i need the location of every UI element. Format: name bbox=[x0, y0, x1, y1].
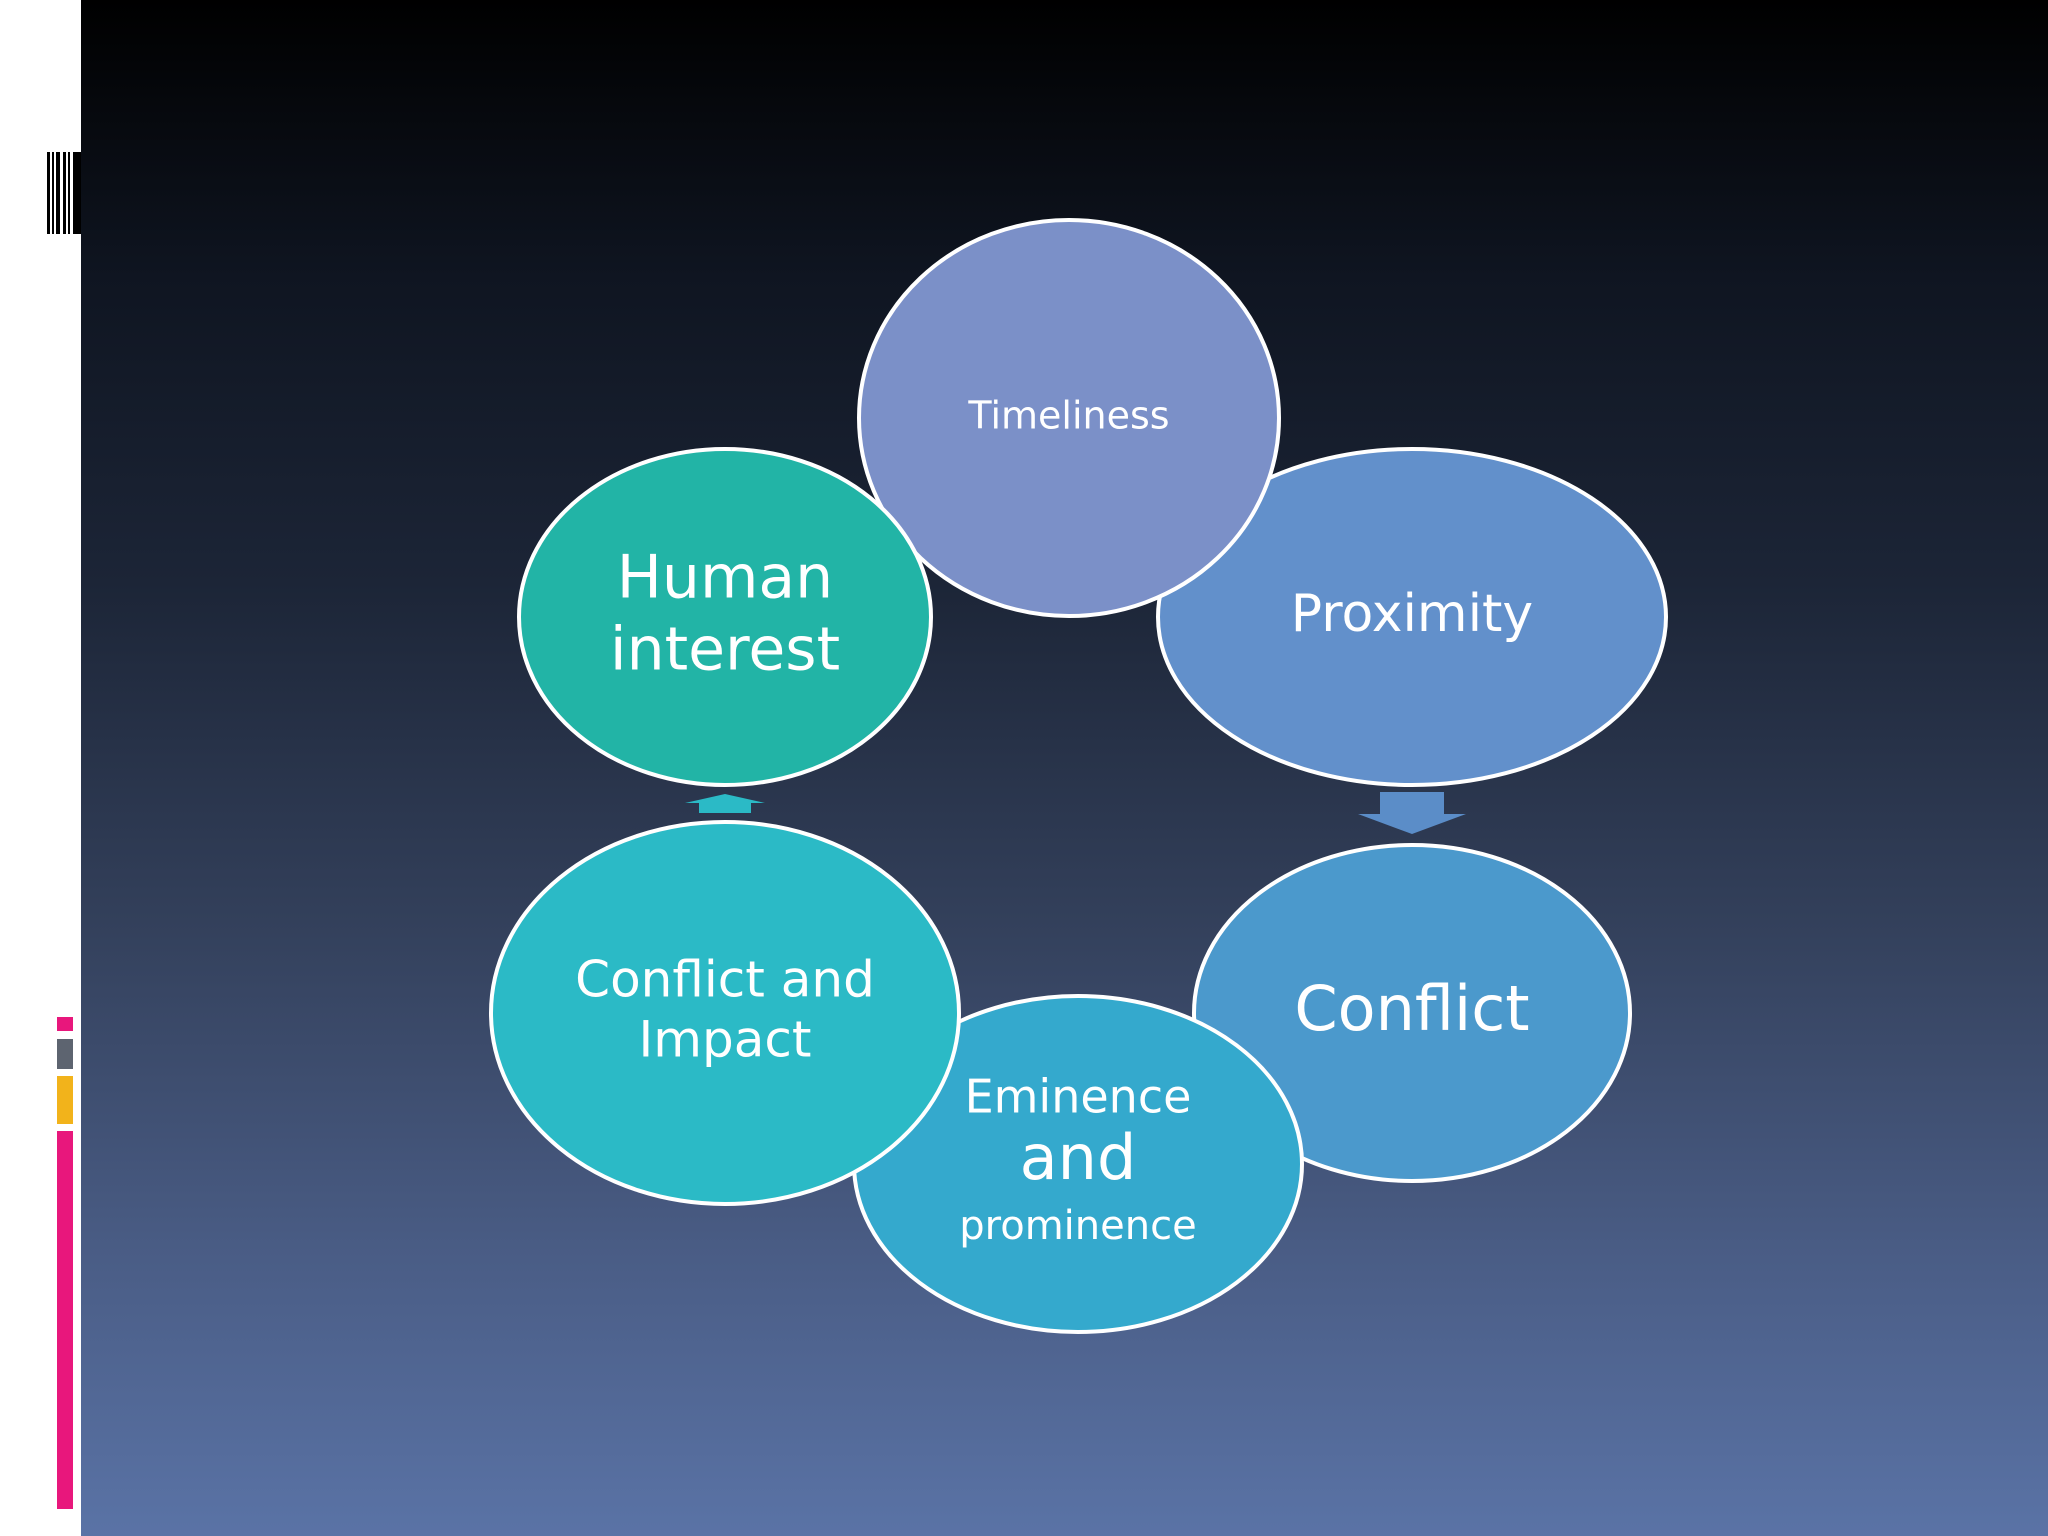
node-conflict-ellipse bbox=[1192, 843, 1632, 1183]
barcode-bar bbox=[47, 152, 50, 234]
node-eminence-label: Eminence bbox=[965, 1070, 1192, 1124]
accent-bar-gray bbox=[57, 1039, 73, 1069]
accent-bar-yellow bbox=[57, 1076, 73, 1124]
accent-bar-pink-long bbox=[57, 1131, 73, 1509]
node-proximity-label: Proximity bbox=[1291, 584, 1533, 644]
node-human-interest-label: interest bbox=[610, 615, 840, 685]
node-proximity: Proximity bbox=[1156, 447, 1668, 787]
barcode-bar bbox=[73, 152, 81, 234]
node-conflict-label: Conflict bbox=[1294, 972, 1529, 1045]
arrow-conflict-impact-to-human-interest bbox=[685, 794, 765, 813]
node-human-interest-ellipse bbox=[517, 447, 933, 787]
left-margin-strip bbox=[0, 0, 81, 1536]
arrow-proximity-to-conflict bbox=[1358, 792, 1466, 834]
node-eminence-label: prominence bbox=[959, 1203, 1196, 1249]
node-timeliness-ellipse bbox=[857, 218, 1281, 618]
node-timeliness: Timeliness bbox=[857, 218, 1281, 618]
node-conflict-impact-ellipse bbox=[489, 820, 961, 1206]
node-conflict: Conflict bbox=[1192, 843, 1632, 1183]
node-human-interest-label: Human bbox=[617, 543, 833, 613]
node-conflict-impact-label: Impact bbox=[639, 1011, 812, 1069]
node-conflict-impact-label: Conflict and bbox=[575, 951, 875, 1009]
accent-bar-pink-small bbox=[57, 1017, 73, 1031]
node-timeliness-label: Timeliness bbox=[967, 394, 1169, 438]
node-eminence-label: and bbox=[1020, 1121, 1137, 1194]
node-proximity-ellipse bbox=[1156, 447, 1668, 787]
barcode-bar bbox=[68, 152, 70, 234]
barcode-bar bbox=[52, 152, 54, 234]
barcode-bar bbox=[63, 152, 66, 234]
barcode-bar bbox=[56, 152, 60, 234]
